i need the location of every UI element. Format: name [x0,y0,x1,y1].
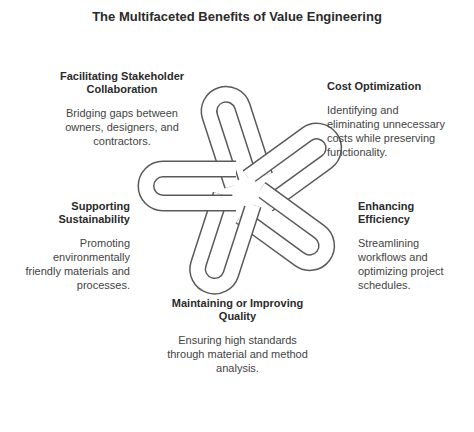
benefit-description: Promoting environmentally friendly mater… [18,236,130,292]
benefit-description: Bridging gaps between owners, designers,… [58,106,186,148]
loop-outline [146,169,236,203]
knot-hub [232,178,260,206]
benefit-description: Streamlining workflows and optimizing pr… [358,236,468,292]
loop-fill [146,169,236,203]
diagram-title: The Multifaceted Benefits of Value Engin… [0,9,474,24]
benefit-description: Ensuring high standards through material… [160,333,315,375]
benefit-heading: Cost Optimization [327,80,452,93]
knot-loop [146,169,236,203]
benefit-description: Identifying and eliminating unnecessary … [327,103,452,159]
knot-loops [146,90,340,291]
benefit-heading: Facilitating Stakeholder Collaboration [58,70,186,96]
benefit-heading: Enhancing Efficiency [358,200,468,226]
benefit-heading: Maintaining or Improving Quality [160,297,315,323]
benefit-heading: Supporting Sustainability [18,200,130,226]
